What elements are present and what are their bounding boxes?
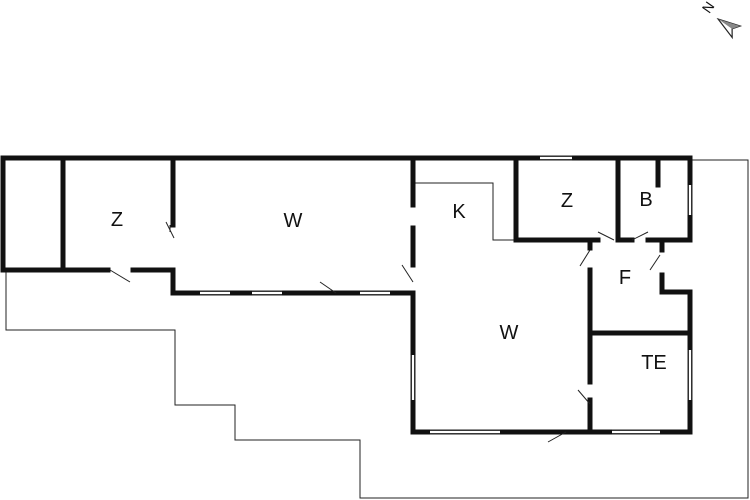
compass-label: N xyxy=(699,0,718,16)
room-label-w1: W xyxy=(284,210,303,232)
room-label-z1: Z xyxy=(111,209,123,231)
doors xyxy=(109,221,661,443)
window-w1-bottom-c xyxy=(360,290,390,296)
windows xyxy=(200,155,693,435)
window-w1-bottom-b xyxy=(252,290,282,296)
door-w1-k xyxy=(401,264,414,283)
window-w2-bottom xyxy=(430,429,500,435)
door-f-exterior xyxy=(649,254,661,271)
north-arrow-icon xyxy=(716,17,743,40)
room-label-f: F xyxy=(619,267,631,289)
room-labels: Z W K Z B F W TE xyxy=(111,189,667,374)
exterior-walls xyxy=(0,155,693,435)
room-label-te: TE xyxy=(641,352,667,374)
door-z1-exterior xyxy=(109,269,131,283)
window-top-z2 xyxy=(540,155,572,161)
window-te-bottom xyxy=(612,429,660,435)
door-w2-exterior xyxy=(547,431,567,443)
kitchen-counter-line xyxy=(415,182,517,241)
room-label-b: B xyxy=(639,189,652,211)
room-label-w2: W xyxy=(500,322,519,344)
window-b-right xyxy=(687,185,693,215)
interior-walls xyxy=(60,155,693,435)
window-w2-left xyxy=(410,355,416,400)
door-w1-exterior xyxy=(319,281,337,294)
door-te xyxy=(577,389,591,405)
site-outline xyxy=(5,159,749,499)
window-te-right xyxy=(687,350,693,400)
door-f-w2 xyxy=(579,249,591,267)
door-z2 xyxy=(597,231,615,241)
room-label-z2: Z xyxy=(561,190,573,212)
door-b xyxy=(631,231,649,241)
room-label-k: K xyxy=(452,201,466,223)
window-w1-bottom-a xyxy=(200,290,230,296)
